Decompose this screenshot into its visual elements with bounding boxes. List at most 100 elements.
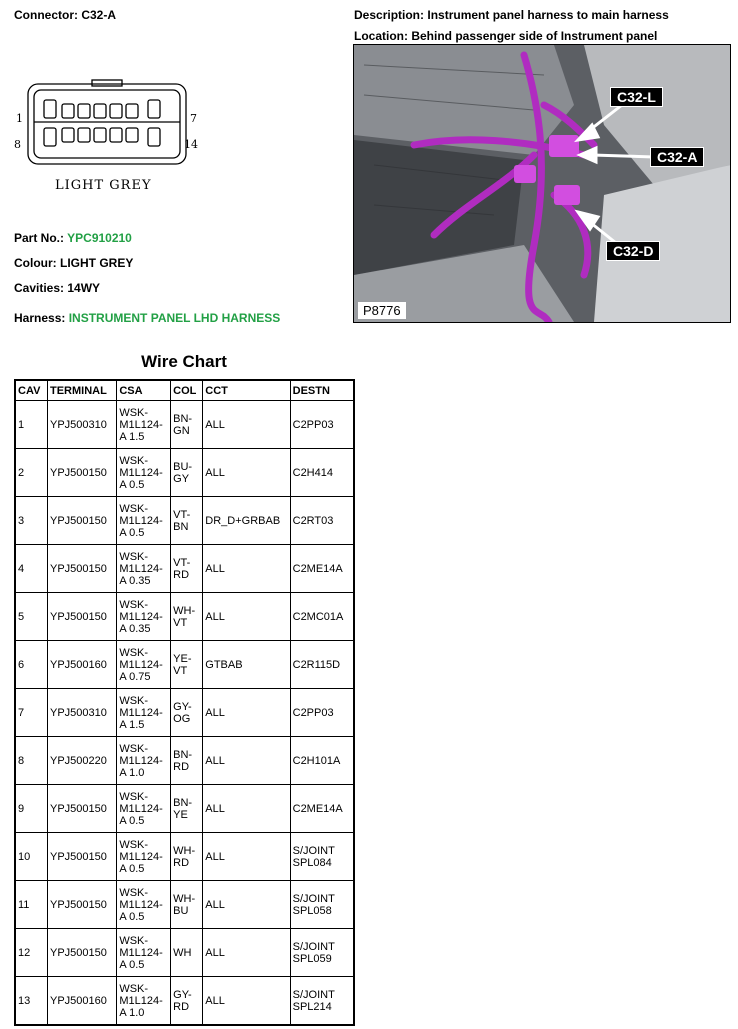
cell-cav: 8 <box>14 736 48 785</box>
cell-cav: 7 <box>14 688 48 737</box>
cavities-value: 14WY <box>67 281 101 295</box>
cell-csa: WSK- M1L124- A 0.5 <box>116 928 172 977</box>
header-col: COL <box>170 379 204 401</box>
cell-col: WH- BU <box>170 880 204 929</box>
cell-terminal: YPJ500150 <box>46 832 118 881</box>
photo-illustration <box>354 45 730 322</box>
cell-col: GY- OG <box>170 688 204 737</box>
cell-csa: WSK- M1L124- A 0.35 <box>116 592 172 641</box>
cell-destn: C2H101A <box>289 736 355 785</box>
cell-cav: 1 <box>14 400 48 449</box>
cell-terminal: YPJ500150 <box>46 592 118 641</box>
cell-cav: 6 <box>14 640 48 689</box>
cell-col: VT- BN <box>170 496 204 545</box>
cell-csa: WSK- M1L124- A 0.5 <box>116 448 172 497</box>
cell-destn: C2PP03 <box>289 688 355 737</box>
cell-destn: S/JOINT SPL058 <box>289 880 355 929</box>
cell-cct: ALL <box>202 976 291 1026</box>
cell-col: WH <box>170 928 204 977</box>
cell-terminal: YPJ500150 <box>46 496 118 545</box>
cell-destn: S/JOINT SPL059 <box>289 928 355 977</box>
cell-destn: C2PP03 <box>289 400 355 449</box>
cell-csa: WSK- M1L124- A 1.0 <box>116 736 172 785</box>
cell-cct: ALL <box>202 736 291 785</box>
connector-inner-shell <box>33 89 181 159</box>
description-label: Description: <box>354 8 425 22</box>
cell-cct: ALL <box>202 688 291 737</box>
cell-cav: 11 <box>14 880 48 929</box>
connector-face-diagram: 1 7 8 14 <box>14 79 198 165</box>
cell-cav: 2 <box>14 448 48 497</box>
cell-col: GY- RD <box>170 976 204 1026</box>
description-value: Instrument panel harness to main harness <box>427 8 669 22</box>
cell-terminal: YPJ500310 <box>46 400 118 449</box>
header-row: CAV TERMINAL CSA COL CCT DESTN <box>14 379 355 401</box>
callout-c32-a: C32-A <box>650 147 705 167</box>
colour-label: Colour: <box>14 256 57 270</box>
location-label: Location: <box>354 29 408 43</box>
cell-cav: 9 <box>14 784 48 833</box>
cell-terminal: YPJ500220 <box>46 736 118 785</box>
cell-cct: ALL <box>202 544 291 593</box>
cell-cct: ALL <box>202 592 291 641</box>
cell-csa: WSK- M1L124- A 1.5 <box>116 400 172 449</box>
part-no-label: Part No.: <box>14 231 65 245</box>
cell-col: BU- GY <box>170 448 204 497</box>
cell-cct: ALL <box>202 448 291 497</box>
cell-csa: WSK- M1L124- A 0.5 <box>116 784 172 833</box>
cell-cav: 4 <box>14 544 48 593</box>
cell-terminal: YPJ500150 <box>46 784 118 833</box>
photo-id-label: P8776 <box>358 302 406 319</box>
cell-col: WH- VT <box>170 592 204 641</box>
cell-terminal: YPJ500150 <box>46 928 118 977</box>
cell-cct: ALL <box>202 928 291 977</box>
cell-destn: C2ME14A <box>289 544 355 593</box>
cell-cct: GTBAB <box>202 640 291 689</box>
pin-row-bottom <box>43 127 161 147</box>
cell-cct: ALL <box>202 880 291 929</box>
cell-col: BN- GN <box>170 400 204 449</box>
cell-terminal: YPJ500160 <box>46 976 118 1026</box>
cell-col: BN- YE <box>170 784 204 833</box>
cell-col: VT- RD <box>170 544 204 593</box>
cell-terminal: YPJ500160 <box>46 640 118 689</box>
cell-csa: WSK- M1L124- A 0.5 <box>116 880 172 929</box>
cell-destn: C2MC01A <box>289 592 355 641</box>
connector-colour-caption: LIGHT GREY <box>55 178 152 193</box>
part-no-line: Part No.: YPC910210 <box>14 231 132 245</box>
header-csa: CSA <box>116 379 172 401</box>
cell-cav: 5 <box>14 592 48 641</box>
cell-cct: ALL <box>202 400 291 449</box>
cell-terminal: YPJ500310 <box>46 688 118 737</box>
cell-cav: 13 <box>14 976 48 1026</box>
connector-label: Connector: <box>14 8 78 22</box>
cell-destn: C2RT03 <box>289 496 355 545</box>
cell-cct: ALL <box>202 832 291 881</box>
cell-cav: 10 <box>14 832 48 881</box>
cell-col: WH- RD <box>170 832 204 881</box>
cavities-label: Cavities: <box>14 281 65 295</box>
connector-value: C32-A <box>81 8 117 22</box>
header-cct: CCT <box>202 379 291 401</box>
cell-terminal: YPJ500150 <box>46 448 118 497</box>
harness-value: INSTRUMENT PANEL LHD HARNESS <box>68 311 281 325</box>
connector-label-line: Connector: C32-A <box>14 8 116 22</box>
connector-outer-shell <box>27 83 187 165</box>
pin-label-8: 8 <box>14 138 21 151</box>
wire-chart-title: Wire Chart <box>141 352 227 371</box>
cell-col: YE- VT <box>170 640 204 689</box>
cell-col: BN- RD <box>170 736 204 785</box>
cell-cav: 3 <box>14 496 48 545</box>
part-no-value: YPC910210 <box>67 231 132 245</box>
header-cav: CAV <box>14 379 48 401</box>
cell-csa: WSK- M1L124- A 0.5 <box>116 496 172 545</box>
